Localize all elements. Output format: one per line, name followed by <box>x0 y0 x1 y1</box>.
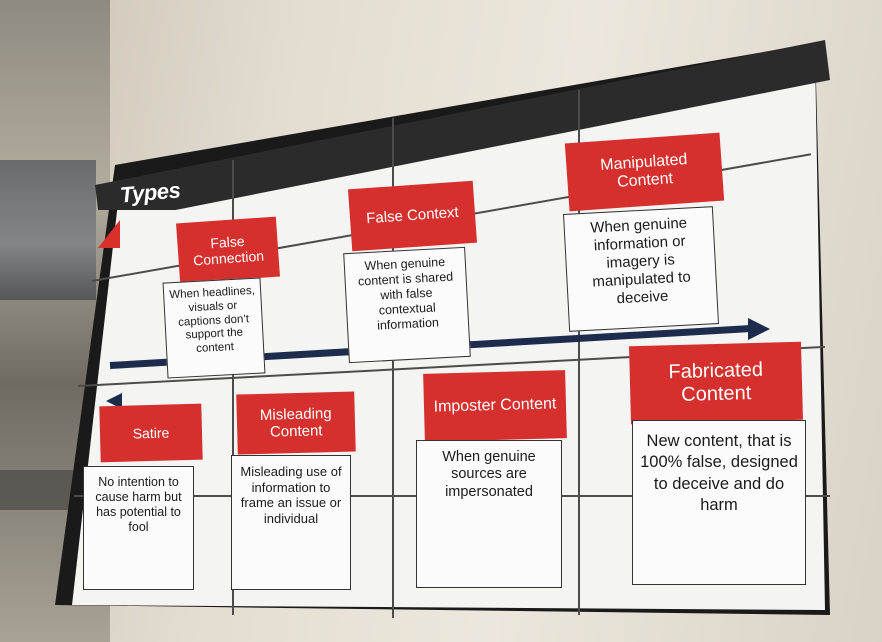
bezel-vertical <box>578 90 580 615</box>
card-description: Misleading use of information to frame a… <box>231 455 351 590</box>
card-description: When genuine information or imagery is m… <box>563 206 719 332</box>
card-label: Misleading Content <box>236 391 356 455</box>
card-label: False Context <box>347 180 478 252</box>
card-label: Fabricated Content <box>629 341 803 425</box>
card-description: No intention to cause harm but has poten… <box>83 466 194 590</box>
arrow-head-right <box>748 318 770 340</box>
card-description: When headlines, visuals or captions don’… <box>162 277 266 379</box>
card-description: When genuine sources are impersonated <box>416 440 562 588</box>
bezel-vertical <box>232 160 234 615</box>
card-label: Satire <box>99 403 203 463</box>
slide-title: Types <box>118 177 182 208</box>
card-label: False Connection <box>176 216 280 284</box>
card-label: Imposter Content <box>423 370 567 442</box>
card-description: When genuine content is shared with fals… <box>343 246 471 364</box>
card-description: New content, that is 100% false, designe… <box>632 420 806 585</box>
glass-railing <box>0 160 96 300</box>
card-label: Manipulated Content <box>564 132 725 212</box>
